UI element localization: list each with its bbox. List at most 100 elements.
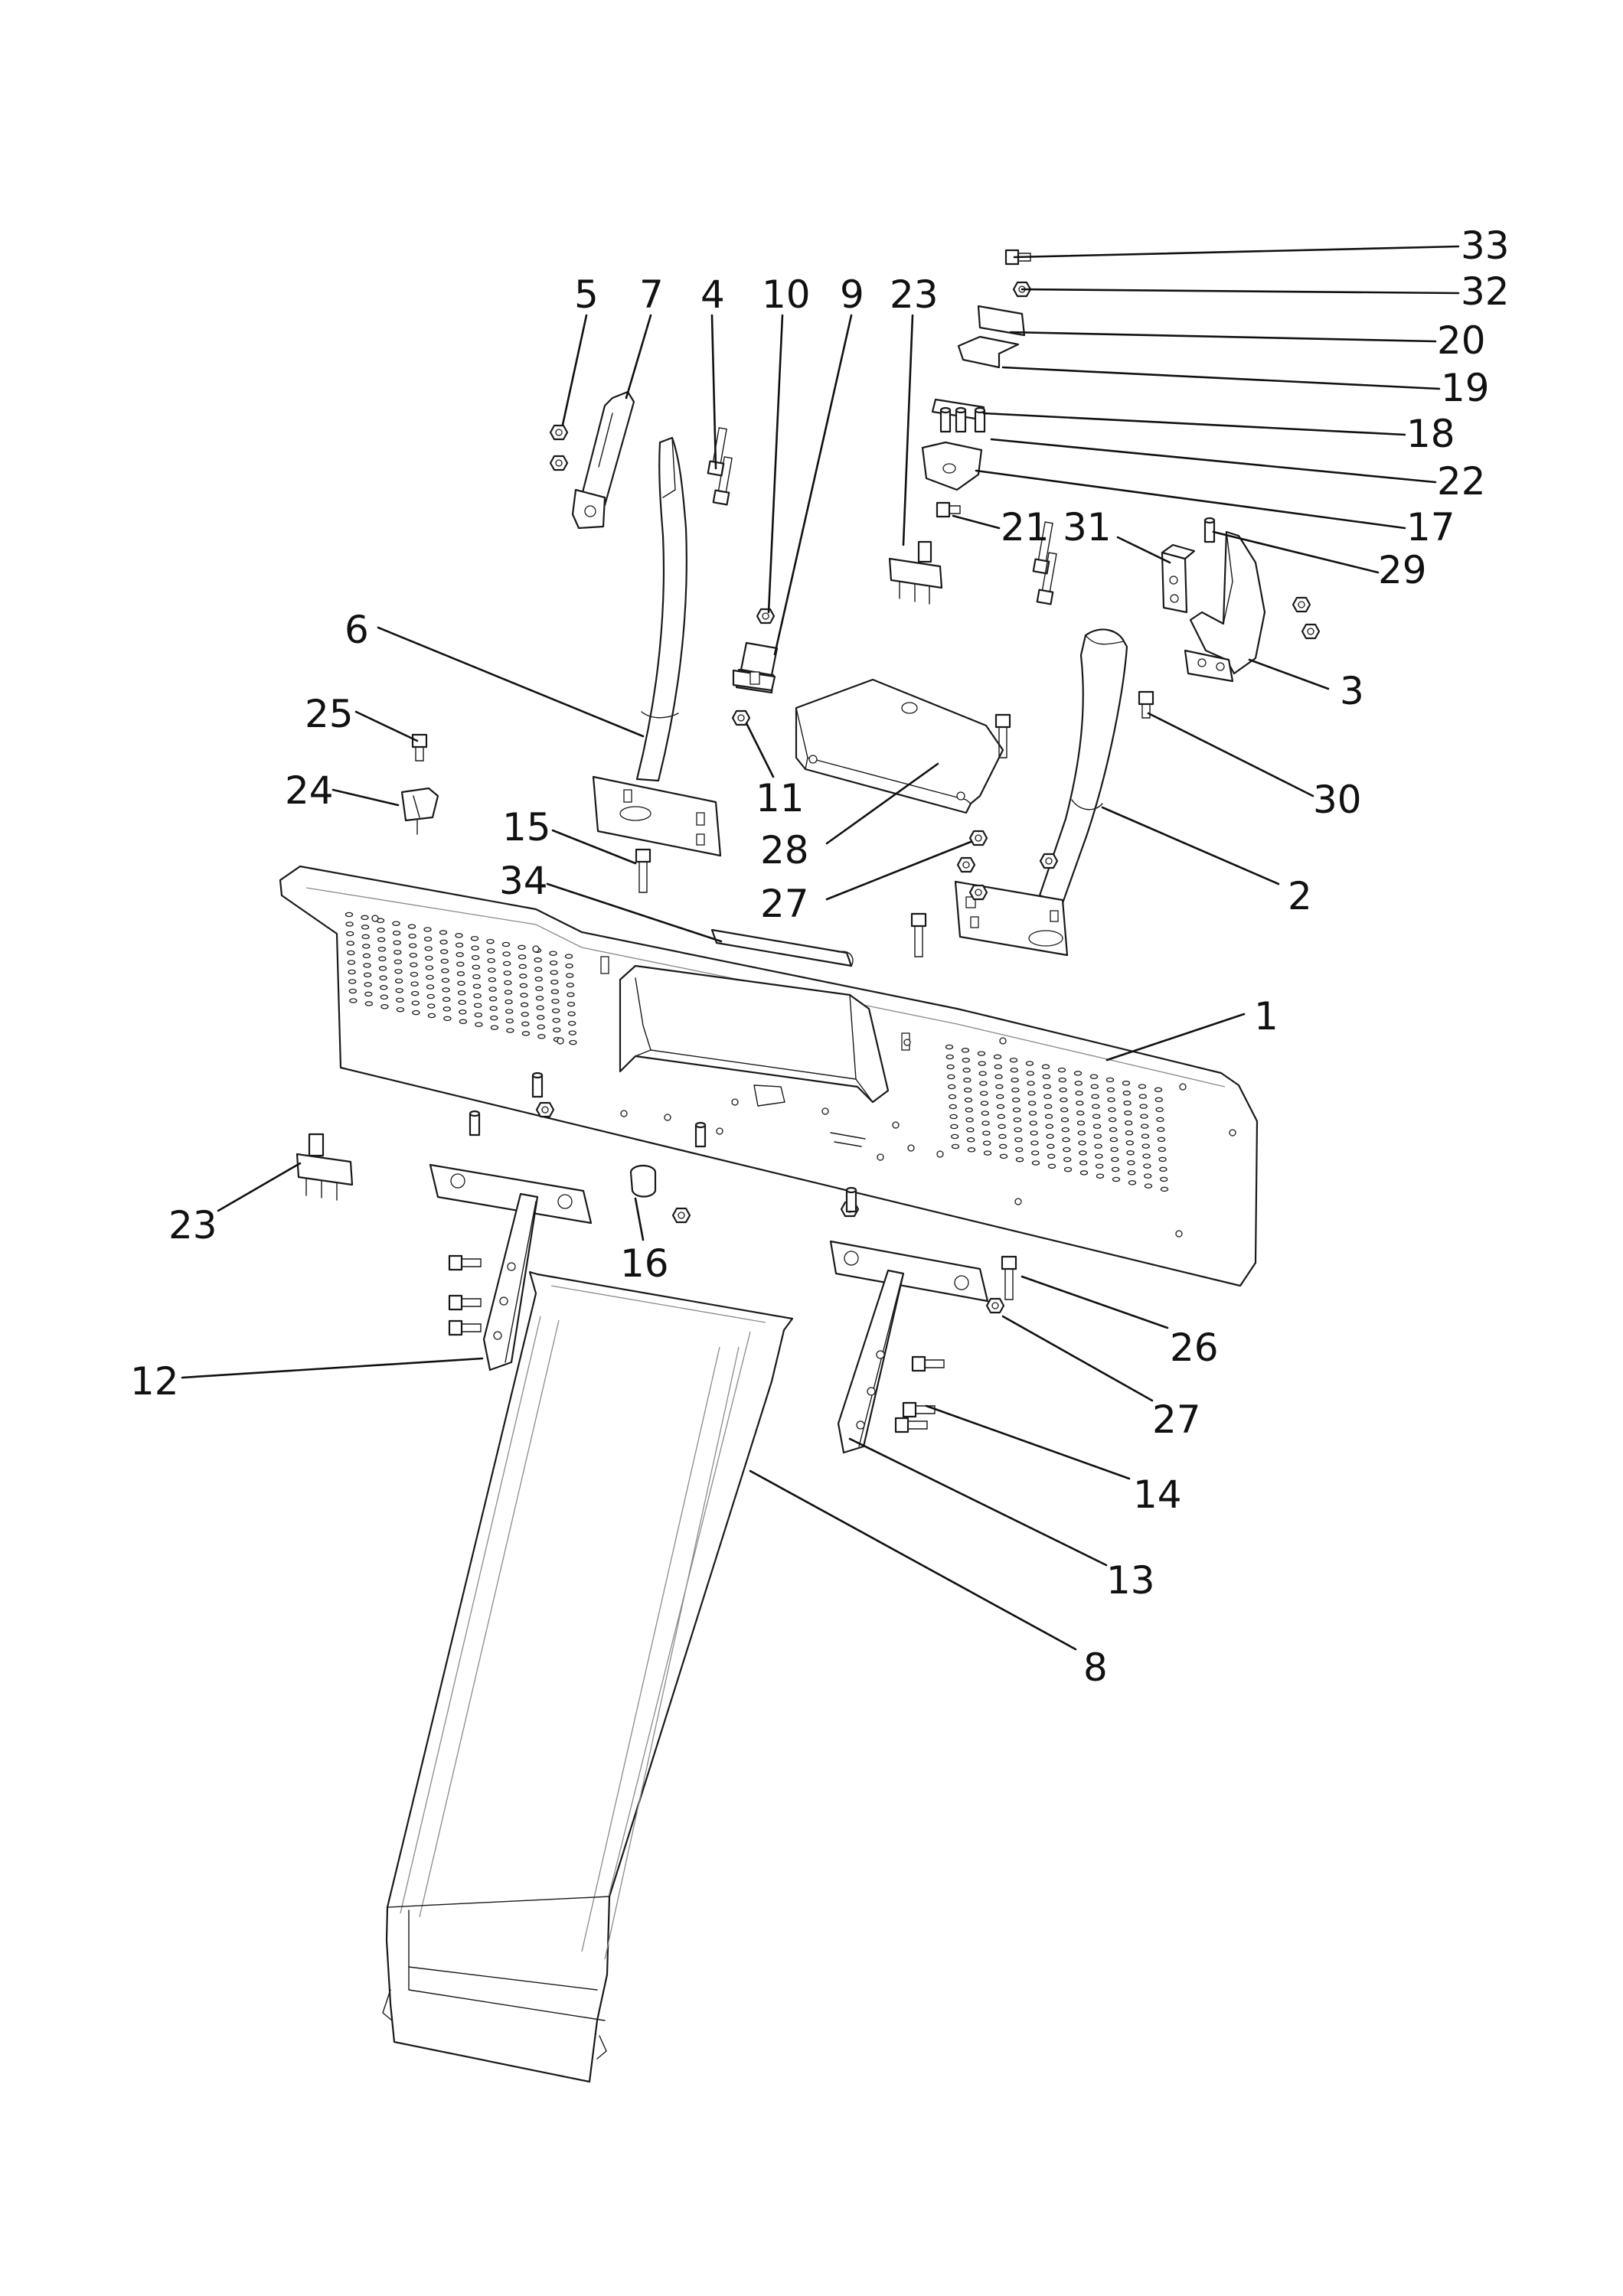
perforation-slot — [967, 1147, 976, 1153]
perforation-slot — [392, 921, 400, 926]
perforation-slot — [1158, 1146, 1166, 1153]
perforation-slot — [349, 998, 358, 1003]
perforation-slot — [1160, 1186, 1169, 1192]
nut-bore — [991, 1302, 999, 1309]
hex-bolt — [902, 1401, 936, 1418]
threaded-pin — [531, 1074, 544, 1098]
perforation-slot — [407, 924, 416, 929]
callout-30: 30 — [1313, 778, 1362, 822]
part-34-strip — [710, 928, 854, 967]
leader-27b — [1001, 1315, 1154, 1402]
perforation-slot — [537, 1024, 545, 1030]
bolt-head — [902, 1401, 917, 1418]
callout-29: 29 — [1378, 548, 1427, 592]
perforation-slot — [392, 930, 401, 936]
perforation-slot — [951, 1143, 960, 1150]
nut-bore — [555, 459, 563, 467]
perforation-slot — [550, 979, 559, 985]
bolt-head — [448, 1254, 463, 1271]
perforation-slot — [1158, 1156, 1167, 1163]
perforation-slot — [1026, 1071, 1034, 1076]
perforation-slot — [505, 999, 513, 1005]
perforation-slot — [567, 992, 575, 997]
hex-bolt — [894, 1417, 928, 1433]
perforation-slot — [440, 949, 449, 954]
perforation-slot — [423, 936, 433, 942]
perforation-slot — [441, 968, 449, 974]
perforation-slot — [1154, 1087, 1163, 1093]
perforation-slot — [521, 1021, 530, 1027]
perforation-slot — [424, 946, 433, 951]
perforation-slot — [412, 1009, 420, 1016]
perforation-slot — [550, 989, 560, 994]
nut-bore — [1298, 601, 1305, 608]
hex-bolt — [448, 1254, 482, 1271]
perforation-slot — [1013, 1117, 1021, 1123]
leader-11 — [745, 722, 775, 778]
panel-hole — [532, 945, 540, 953]
perforation-slot — [506, 1028, 514, 1033]
perforation-slot — [457, 990, 466, 996]
leader-8 — [749, 1469, 1077, 1651]
perforation-slot — [1079, 1160, 1088, 1166]
nut-bore — [555, 429, 563, 436]
perforation-slot — [566, 982, 574, 988]
perforation-slot — [1141, 1124, 1149, 1129]
perforation-slot — [1063, 1156, 1072, 1163]
bolt-head — [712, 489, 730, 506]
perforation-slot — [441, 977, 450, 983]
perforation-slot — [1079, 1150, 1087, 1156]
perforation-slot — [345, 921, 354, 927]
bolt-head — [635, 848, 651, 863]
perforation-slot — [458, 1000, 466, 1006]
perforation-slot — [488, 977, 497, 983]
perforation-slot — [1014, 1137, 1023, 1143]
hex-bolt — [1036, 552, 1057, 605]
perforation-slot — [999, 1153, 1008, 1159]
perforation-slot — [470, 935, 479, 941]
perforation-slot — [1027, 1081, 1035, 1086]
leader-2 — [1101, 806, 1280, 885]
perforation-slot — [1094, 1143, 1102, 1149]
bolt-head — [911, 1355, 926, 1372]
perforation-slot — [996, 1094, 1004, 1100]
perforation-slot — [1156, 1117, 1164, 1123]
bolt-tip — [718, 427, 727, 430]
perforation-slot — [1096, 1163, 1104, 1169]
perforation-slot — [488, 996, 498, 1002]
part-28-cover-bracket — [795, 678, 1004, 814]
nut-bore — [975, 834, 982, 842]
part-12-bracket-left — [429, 1163, 593, 1371]
perforation-slot — [961, 1048, 970, 1053]
leader-21 — [952, 514, 1001, 530]
perforation-slot — [345, 912, 354, 918]
perforation-slot — [1090, 1084, 1099, 1089]
callout-4: 4 — [700, 272, 725, 317]
perforation-slot — [486, 938, 495, 944]
perforation-slot — [945, 1054, 954, 1060]
perforation-slot — [1012, 1097, 1020, 1103]
part-24-clip — [400, 787, 439, 835]
perforation-slot — [394, 959, 403, 964]
perforation-slot — [1047, 1163, 1056, 1169]
leader-27a — [825, 840, 972, 901]
perforation-slot — [951, 1133, 959, 1140]
panel-hole — [371, 915, 379, 922]
perforation-slot — [459, 1019, 468, 1025]
perforation-slot — [1105, 1077, 1115, 1083]
leader-28 — [825, 762, 939, 845]
perforation-slot — [946, 1064, 955, 1070]
perforation-slot — [377, 947, 386, 952]
perforation-slot — [1125, 1120, 1133, 1126]
part-19-plate — [957, 335, 1020, 369]
perforation-slot — [1011, 1087, 1020, 1093]
panel-hole — [716, 1127, 723, 1135]
leader-7 — [625, 314, 652, 400]
callout-20: 20 — [1437, 318, 1486, 363]
perforation-slot — [1096, 1173, 1105, 1179]
callout-5: 5 — [574, 272, 599, 317]
perforation-slot — [1044, 1104, 1053, 1110]
perforation-slot — [1076, 1101, 1084, 1106]
perforation-slot — [472, 983, 482, 989]
perforation-slot — [423, 927, 432, 932]
